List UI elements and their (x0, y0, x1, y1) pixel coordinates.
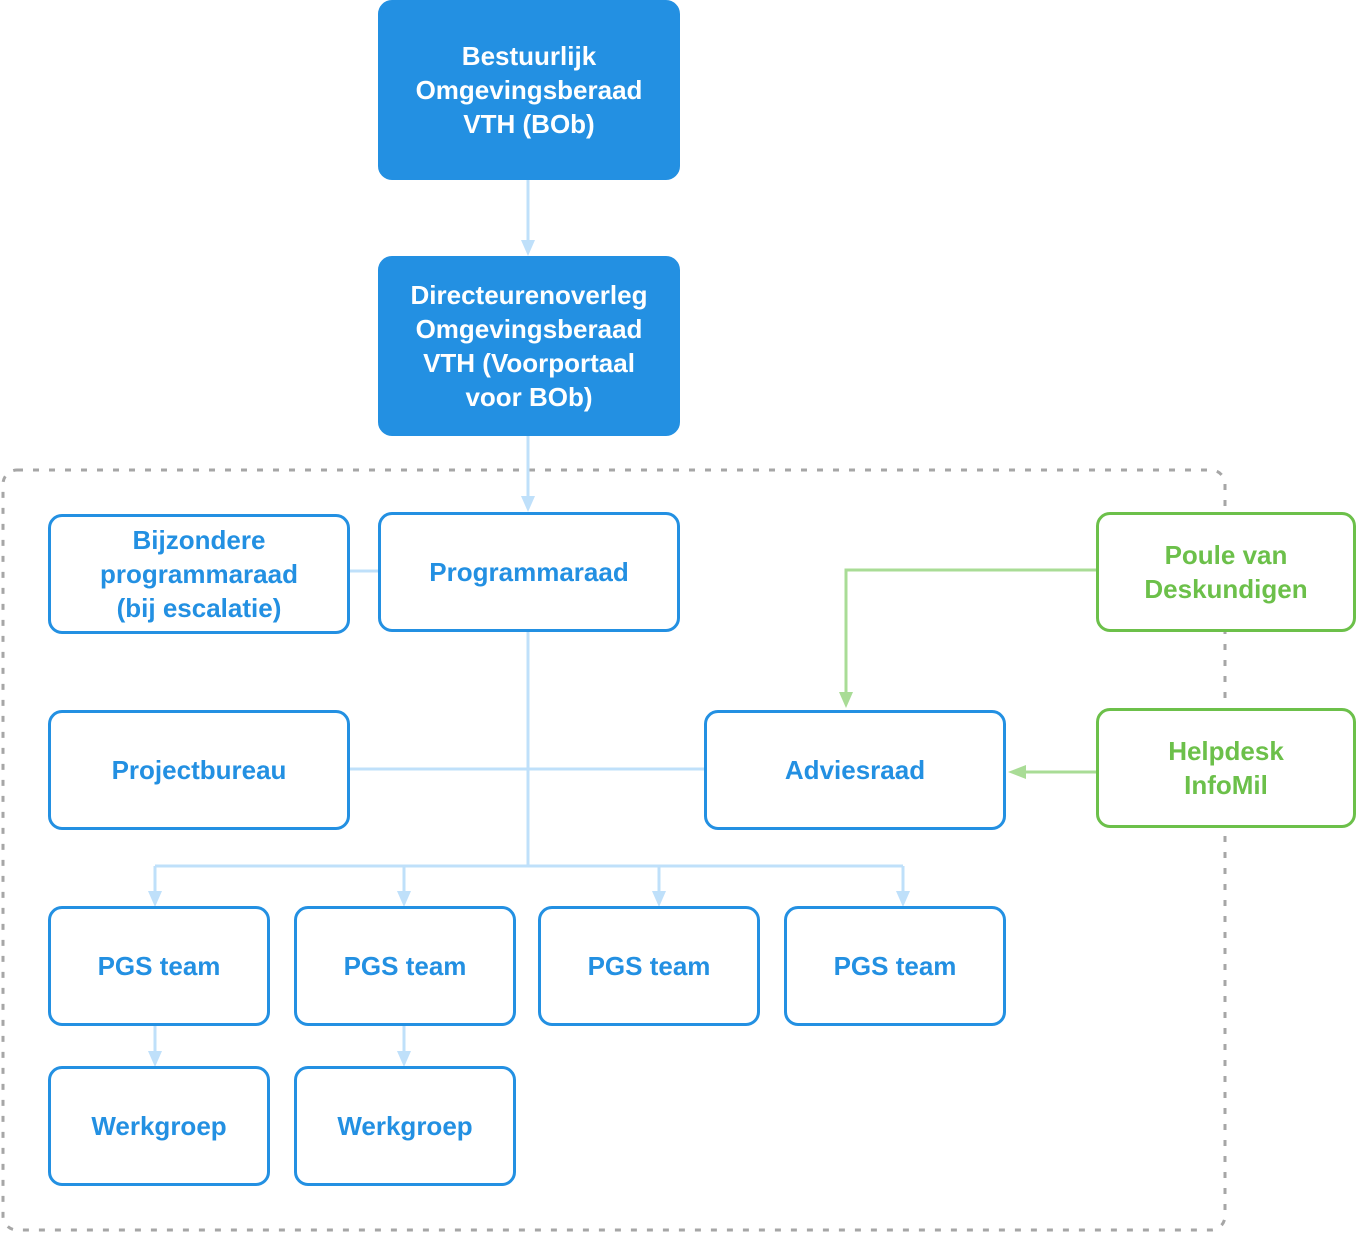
node-projectbureau-label: Projectbureau (111, 755, 287, 785)
arrowhead-werkgroep-1 (148, 1051, 162, 1067)
arrowhead-directeuren (521, 240, 535, 256)
arrowhead-pgs-1 (148, 891, 162, 907)
node-pgs-team-4: PGS team (784, 906, 1006, 1026)
arrowhead-helpdesk (1008, 765, 1026, 779)
node-pgs-team-2: PGS team (294, 906, 516, 1026)
node-poule-van-deskundigen-label: Poule van Deskundigen (1144, 540, 1308, 604)
node-pgs-team-3: PGS team (538, 906, 760, 1026)
node-pgs-team-4-label: PGS team (833, 951, 957, 981)
node-pgs-team-3-label: PGS team (587, 951, 711, 981)
node-pgs-team-1: PGS team (48, 906, 270, 1026)
node-werkgroep-2-label: Werkgroep (337, 1111, 473, 1141)
programme-boundary (1, 468, 1227, 1232)
arrowhead-poule (839, 692, 853, 708)
node-helpdesk-infomil: Helpdesk InfoMil (1096, 708, 1356, 828)
node-directeurenoverleg-label: Directeurenoverleg Omgevingsberaad VTH (… (410, 280, 648, 412)
arrowhead-werkgroep-2 (397, 1051, 411, 1067)
node-projectbureau: Projectbureau (48, 710, 350, 830)
node-adviesraad: Adviesraad (704, 710, 1006, 830)
node-bob: Bestuurlijk Omgevingsberaad VTH (BOb) (378, 0, 680, 180)
arrowhead-programmaraad (521, 496, 535, 512)
arrowhead-pgs-4 (896, 891, 910, 907)
node-poule-van-deskundigen: Poule van Deskundigen (1096, 512, 1356, 632)
node-werkgroep-1: Werkgroep (48, 1066, 270, 1186)
node-bijzondere-programmaraad: Bijzondere programmaraad (bij escalatie) (48, 514, 350, 634)
node-bijzondere-programmaraad-label: Bijzondere programmaraad (bij escalatie) (100, 525, 298, 623)
node-helpdesk-infomil-label: Helpdesk InfoMil (1168, 736, 1284, 800)
node-pgs-team-1-label: PGS team (97, 951, 221, 981)
node-programmaraad: Programmaraad (378, 512, 680, 632)
node-werkgroep-1-label: Werkgroep (91, 1111, 227, 1141)
node-bob-label: Bestuurlijk Omgevingsberaad VTH (BOb) (415, 41, 643, 139)
node-werkgroep-2: Werkgroep (294, 1066, 516, 1186)
node-pgs-team-2-label: PGS team (343, 951, 467, 981)
node-adviesraad-label: Adviesraad (784, 755, 926, 785)
node-directeurenoverleg: Directeurenoverleg Omgevingsberaad VTH (… (378, 256, 680, 436)
arrowhead-pgs-2 (397, 891, 411, 907)
node-programmaraad-label: Programmaraad (429, 557, 629, 587)
connector-poule-adviesraad (844, 568, 1098, 694)
arrowhead-pgs-3 (652, 891, 666, 907)
